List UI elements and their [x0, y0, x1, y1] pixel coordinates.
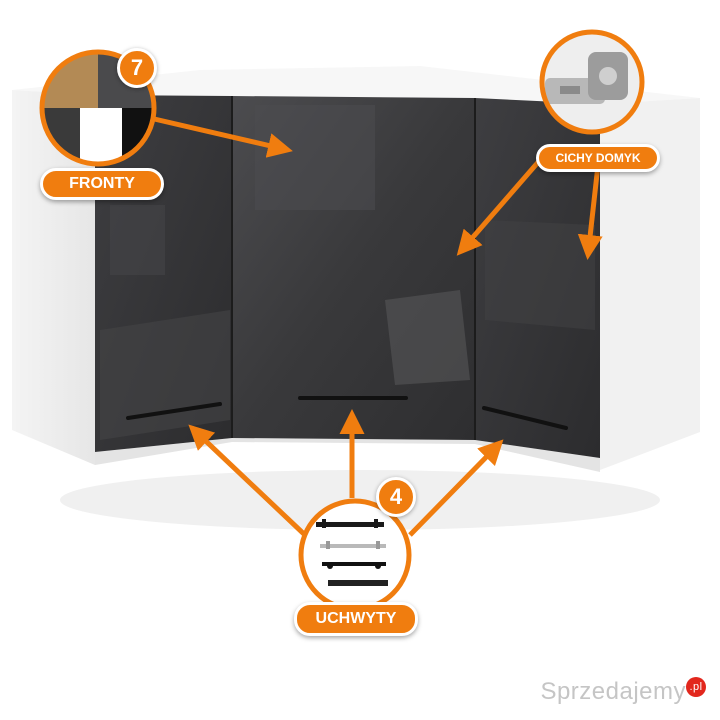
reflection-right — [485, 220, 595, 330]
watermark: Sprzedajemy.pl — [540, 677, 706, 706]
right-door-handle — [482, 406, 568, 430]
reflection-window — [255, 105, 375, 210]
soft-close-label: CICHY DOMYK — [536, 144, 660, 172]
arrow-hinge-1 — [456, 158, 542, 256]
fronts-label: FRONTY — [40, 168, 164, 200]
watermark-suffix: .pl — [686, 677, 706, 697]
hinge-detail — [539, 29, 645, 135]
watermark-text: Sprzedajemy — [540, 678, 686, 705]
fronts-count-badge: 7 — [117, 48, 157, 88]
cabinet-top — [12, 66, 700, 104]
reflection-sofa — [100, 310, 230, 440]
reflection-frame — [110, 205, 165, 275]
arrow-hinge-2 — [577, 164, 603, 260]
black-slim-handle-icon — [322, 562, 386, 569]
left-door-handle — [126, 402, 222, 420]
handles-count-badge: 4 — [376, 477, 416, 517]
handles-label: UCHWYTY — [294, 602, 418, 636]
silver-bar-handle-icon — [320, 541, 386, 549]
arrow-handles-right — [408, 439, 504, 537]
arrow-handles-left — [188, 424, 307, 537]
arrow-fronts — [149, 115, 293, 158]
handle-styles-detail — [298, 498, 412, 612]
black-edge-handle-icon — [328, 580, 388, 586]
reflection-cushion — [385, 290, 470, 385]
cabinet-right-side — [600, 98, 700, 470]
black-bar-handle-icon — [316, 519, 384, 528]
